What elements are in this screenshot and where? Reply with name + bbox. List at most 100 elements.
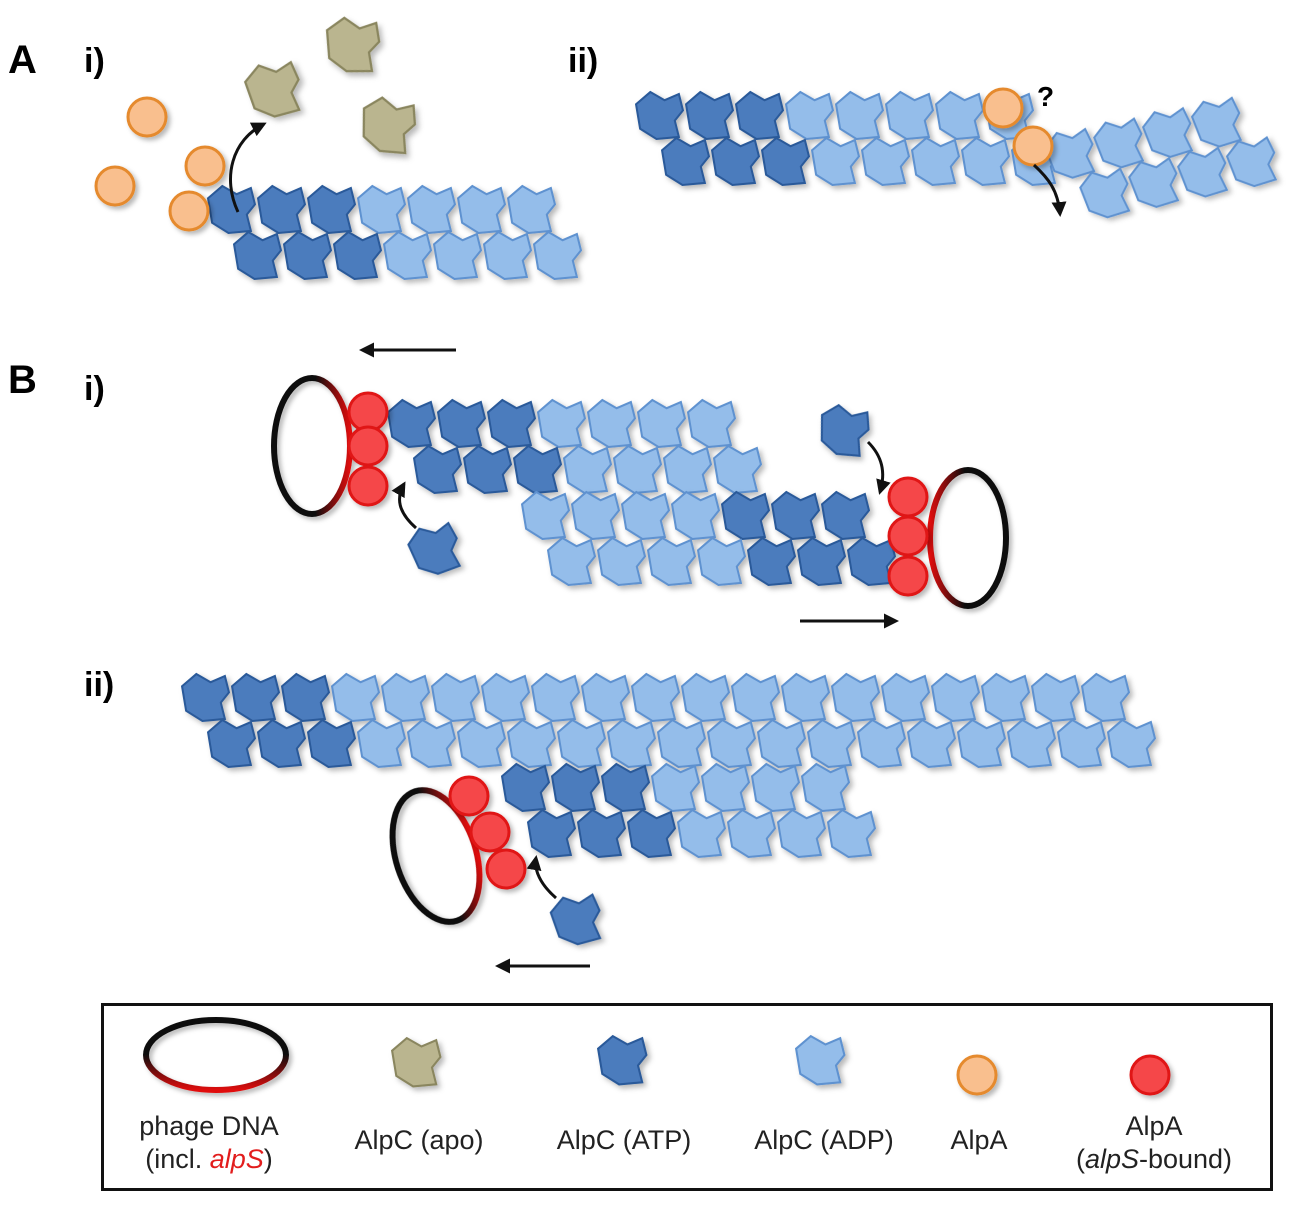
alpc-atp-subunit [487, 399, 536, 448]
alpa-circle [982, 87, 1024, 129]
panel-b-label: B [8, 358, 37, 402]
legend-phage-dna-gene: alpS [209, 1144, 264, 1174]
filament-b-ii-long [181, 673, 1156, 768]
alpc-adp-subunit [935, 91, 984, 140]
alpc-atp-subunit [577, 809, 626, 858]
alpc-adp-subunit [1081, 673, 1130, 722]
alpc-atp-subunit [257, 719, 306, 768]
alpc-adp-subunit [571, 491, 620, 540]
alpa-bound-circle [347, 425, 389, 467]
alpc-adp-subunit [857, 719, 906, 768]
alpc-atp-subunit [661, 137, 710, 186]
phage-dna-ring [271, 375, 353, 517]
legend-alpa-bound-icon [1129, 1054, 1171, 1096]
alpc-atp-free-subunit [547, 890, 606, 949]
alpc-adp-subunit [357, 185, 406, 234]
alpc-atp-subunit [711, 137, 760, 186]
panel-a-i-label: i) [84, 42, 105, 80]
alpa-circle [1012, 125, 1054, 167]
alpc-adp-subunit [713, 445, 762, 494]
alpc-atp-subunit [747, 537, 796, 586]
legend-box: phage DNA (incl. alpS) AlpC (apo) AlpC (… [101, 1003, 1273, 1191]
alpc-adp-subunit [657, 719, 706, 768]
alpc-atp-subunit [283, 231, 332, 280]
alpc-adp-subunit [621, 491, 670, 540]
alpc-atp-subunit [601, 763, 650, 812]
alpc-atp-subunit [437, 399, 486, 448]
alpc-adp-subunit [697, 537, 746, 586]
alpc-adp-subunit [687, 399, 736, 448]
alpc-atp-subunit [735, 91, 784, 140]
alpc-adp-subunit [957, 719, 1006, 768]
filament-a-ii-right [1041, 94, 1282, 223]
alpc-adp-subunit [537, 399, 586, 448]
alpc-atp-subunit [463, 445, 512, 494]
alpa-bound-circle [887, 476, 929, 518]
alpc-adp-subunit [647, 537, 696, 586]
legend-item-alpa-bound: AlpA (alpS-bound) [1054, 1006, 1254, 1188]
alpc-atp-subunit [685, 91, 734, 140]
panel-a-ii-label: ii) [568, 42, 599, 80]
alpc-adp-subunit [931, 673, 980, 722]
alpc-atp-subunit [257, 185, 306, 234]
alpc-atp-subunit [233, 231, 282, 280]
alpc-adp-subunit [381, 673, 430, 722]
legend-item-alpc-adp: AlpC (ADP) [729, 1006, 919, 1188]
alpc-adp-subunit [531, 673, 580, 722]
alpc-adp-subunit [407, 719, 456, 768]
panel-b-ii-label: ii) [84, 666, 115, 704]
alpc-atp-subunit [307, 719, 356, 768]
alpc-adp-subunit [563, 445, 612, 494]
alpc-atp-subunit [413, 445, 462, 494]
legend-phage-dna-suffix: ) [263, 1144, 273, 1174]
alpc-adp-subunit [581, 673, 630, 722]
alpa-circle [184, 145, 226, 187]
legend-alpa-icon [956, 1054, 998, 1096]
alpc-atp-subunit [181, 673, 230, 722]
legend-item-alpc-apo: AlpC (apo) [329, 1006, 509, 1188]
alpc-adp-subunit [781, 673, 830, 722]
alpc-adp-subunit [547, 537, 596, 586]
alpc-atp-subunit [501, 763, 550, 812]
alpc-adp-subunit [801, 763, 850, 812]
alpc-adp-subunit [1031, 673, 1080, 722]
alpc-apo-free-subunit [356, 93, 420, 158]
alpa-bound-circle [448, 775, 490, 817]
alpc-adp-subunit [861, 137, 910, 186]
legend-alpa-bound-suffix: -bound) [1138, 1144, 1233, 1174]
alpc-atp-subunit [771, 491, 820, 540]
alpc-adp-subunit [777, 809, 826, 858]
alpc-apo-free-subunit [322, 15, 383, 75]
arrows [229, 122, 1067, 974]
alpc-adp-subunit [331, 673, 380, 722]
legend-alpc-atp-label: AlpC (ATP) [556, 1125, 692, 1155]
arrow-recruit [391, 481, 417, 530]
legend-alpc-adp-label: AlpC (ADP) [754, 1125, 894, 1155]
alpc-adp-subunit [631, 673, 680, 722]
legend-item-alpa: AlpA [929, 1006, 1029, 1188]
alpc-adp-subunit [481, 673, 530, 722]
alpc-atp-subunit [281, 673, 330, 722]
alpa-bound-circle [347, 391, 389, 433]
legend-phage-dna-icon [143, 1017, 289, 1093]
alpc-adp-subunit [677, 809, 726, 858]
alpa-bound-circle [887, 555, 929, 597]
alpa-circle [94, 165, 136, 207]
alpc-adp-subunit [907, 719, 956, 768]
alpa-group [94, 87, 1054, 890]
alpc-adp-subunit [811, 137, 860, 186]
alpc-adp-subunit [663, 445, 712, 494]
alpc-adp-subunit [357, 719, 406, 768]
alpc-adp-subunit [637, 399, 686, 448]
alpc-atp-subunit [513, 445, 562, 494]
alpc-adp-subunit [707, 719, 756, 768]
alpc-atp-subunit [627, 809, 676, 858]
alpc-adp-subunit [751, 763, 800, 812]
alpc-adp-subunit [431, 673, 480, 722]
alpc-adp-subunit [557, 719, 606, 768]
alpc-atp-subunit [551, 763, 600, 812]
filament-b-ii-short [501, 763, 876, 858]
filament-b-i-top [387, 399, 762, 494]
